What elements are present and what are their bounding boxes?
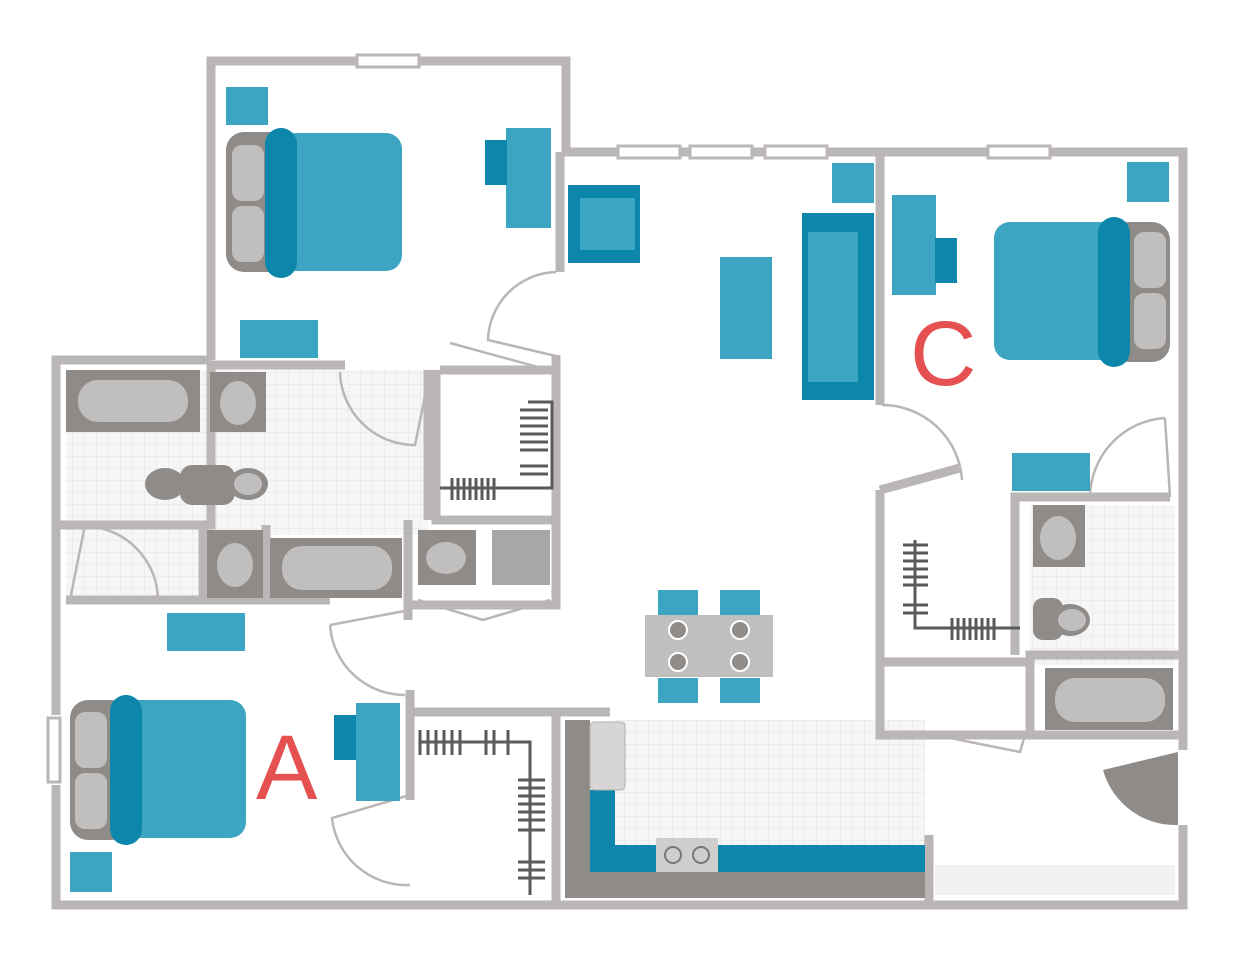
bathroom-fixtures bbox=[66, 370, 1173, 730]
bedroom-c-furniture bbox=[892, 162, 1170, 491]
front-door bbox=[1103, 752, 1178, 826]
room-label-a: A bbox=[256, 717, 318, 819]
bedroom-a-furniture bbox=[70, 613, 400, 892]
living-room-furniture bbox=[568, 163, 874, 400]
windows bbox=[46, 53, 1175, 895]
utility-radiators bbox=[418, 400, 1020, 895]
walls bbox=[51, 56, 1188, 910]
kitchen bbox=[565, 720, 925, 898]
door-swings bbox=[68, 270, 1172, 887]
bedroom-b-furniture bbox=[226, 87, 551, 358]
dining-table bbox=[645, 590, 773, 703]
room-label-c: C bbox=[910, 303, 977, 405]
